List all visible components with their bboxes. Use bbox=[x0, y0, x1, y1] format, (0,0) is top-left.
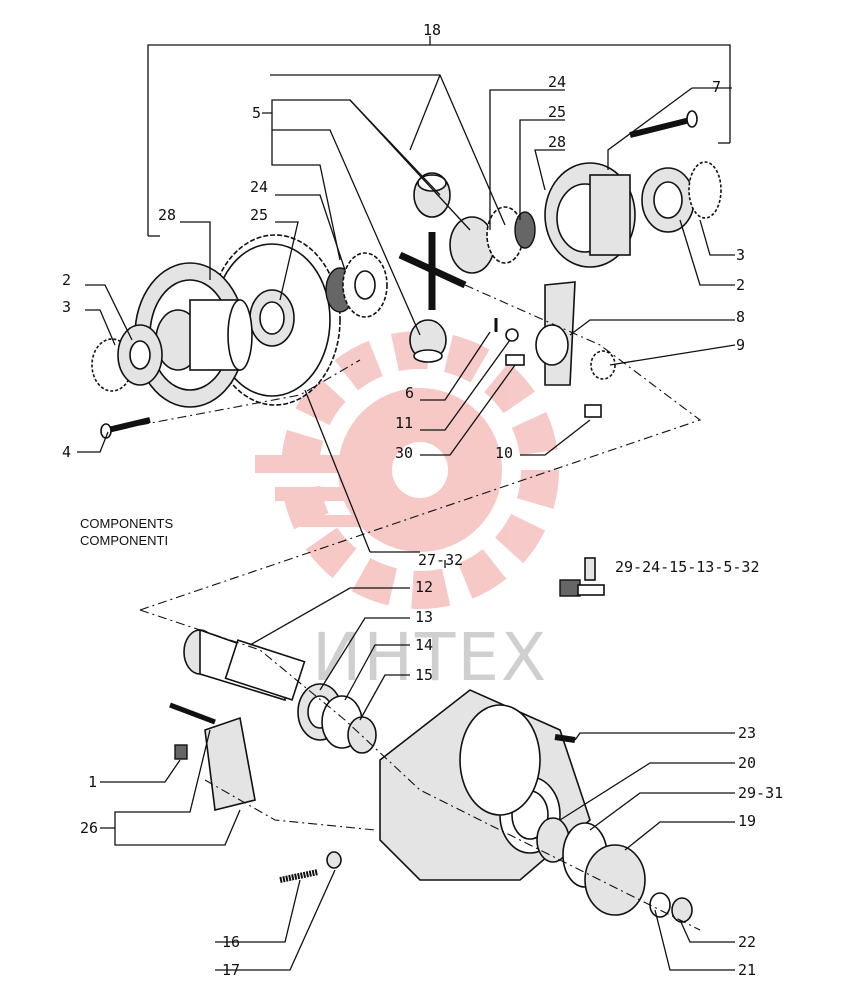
adjuster-lock-plate bbox=[535, 281, 576, 386]
bearing-right bbox=[641, 161, 722, 233]
case-bolt-7 bbox=[629, 110, 698, 138]
caption-line-1: COMPONENTS bbox=[80, 516, 174, 531]
callout-labels: 18 7 24 25 28 5 24 25 28 2 3 3 2 8 9 4 6… bbox=[62, 21, 783, 979]
callout-13: 13 bbox=[415, 608, 433, 626]
callout-26: 26 bbox=[80, 819, 98, 837]
callout-28-left: 28 bbox=[158, 206, 176, 224]
callout-3-right: 3 bbox=[736, 246, 745, 264]
callout-23: 23 bbox=[738, 724, 756, 742]
callout-11: 11 bbox=[395, 414, 413, 432]
callout-25-left: 25 bbox=[250, 206, 268, 224]
bearing-left bbox=[91, 324, 163, 392]
callout-22: 22 bbox=[738, 933, 756, 951]
callout-20: 20 bbox=[738, 754, 756, 772]
callout-3-left: 3 bbox=[62, 298, 71, 316]
differential-case-right bbox=[544, 162, 636, 268]
stud-and-washer bbox=[279, 851, 342, 883]
callout-2-left: 2 bbox=[62, 271, 71, 289]
case-bolt-4 bbox=[100, 417, 151, 439]
leader-lines-top bbox=[77, 74, 736, 553]
callout-17: 17 bbox=[222, 961, 240, 979]
callout-16: 16 bbox=[222, 933, 240, 951]
differential-case-left bbox=[134, 262, 253, 408]
callout-15: 15 bbox=[415, 666, 433, 684]
group-bracket-18 bbox=[147, 36, 731, 237]
small-fasteners bbox=[494, 318, 602, 418]
callout-21: 21 bbox=[738, 961, 756, 979]
side-gear-left bbox=[325, 252, 388, 318]
seal-kit-illustration bbox=[559, 557, 605, 597]
watermark-text: ИНТЕХ bbox=[312, 619, 548, 696]
callout-30: 30 bbox=[395, 444, 413, 462]
callout-5: 5 bbox=[252, 104, 261, 122]
kit-callout: 29-24-15-13-5-32 bbox=[615, 558, 760, 576]
callout-7: 7 bbox=[712, 78, 721, 96]
side-gear-right bbox=[486, 206, 536, 264]
callout-10: 10 bbox=[495, 444, 513, 462]
adjuster-ring-nut bbox=[590, 350, 616, 380]
callout-1: 1 bbox=[88, 773, 97, 791]
callout-4: 4 bbox=[62, 443, 71, 461]
callout-18: 18 bbox=[423, 21, 441, 39]
callout-6: 6 bbox=[405, 384, 414, 402]
callout-24-left: 24 bbox=[250, 178, 268, 196]
callout-9: 9 bbox=[736, 336, 745, 354]
output-bearing-and-flange bbox=[536, 817, 693, 923]
planet-pinions-and-cross bbox=[398, 172, 495, 363]
callout-25-top: 25 bbox=[548, 103, 566, 121]
callout-29-31: 29-31 bbox=[738, 784, 783, 802]
drive-pinion-shaft bbox=[183, 628, 306, 702]
callout-2-right: 2 bbox=[736, 276, 745, 294]
caption-line-2: COMPONENTI bbox=[80, 533, 168, 548]
callout-24-top: 24 bbox=[548, 73, 566, 91]
housing-bolt-23 bbox=[554, 734, 576, 743]
callout-19: 19 bbox=[738, 812, 756, 830]
callout-8: 8 bbox=[736, 308, 745, 326]
leader-lines-bottom bbox=[100, 560, 735, 971]
callout-28-top: 28 bbox=[548, 133, 566, 151]
callout-14: 14 bbox=[415, 636, 433, 654]
callout-12: 12 bbox=[415, 578, 433, 596]
callout-27-32: 27-32 bbox=[418, 551, 463, 569]
bearing-cap-26 bbox=[169, 702, 256, 811]
